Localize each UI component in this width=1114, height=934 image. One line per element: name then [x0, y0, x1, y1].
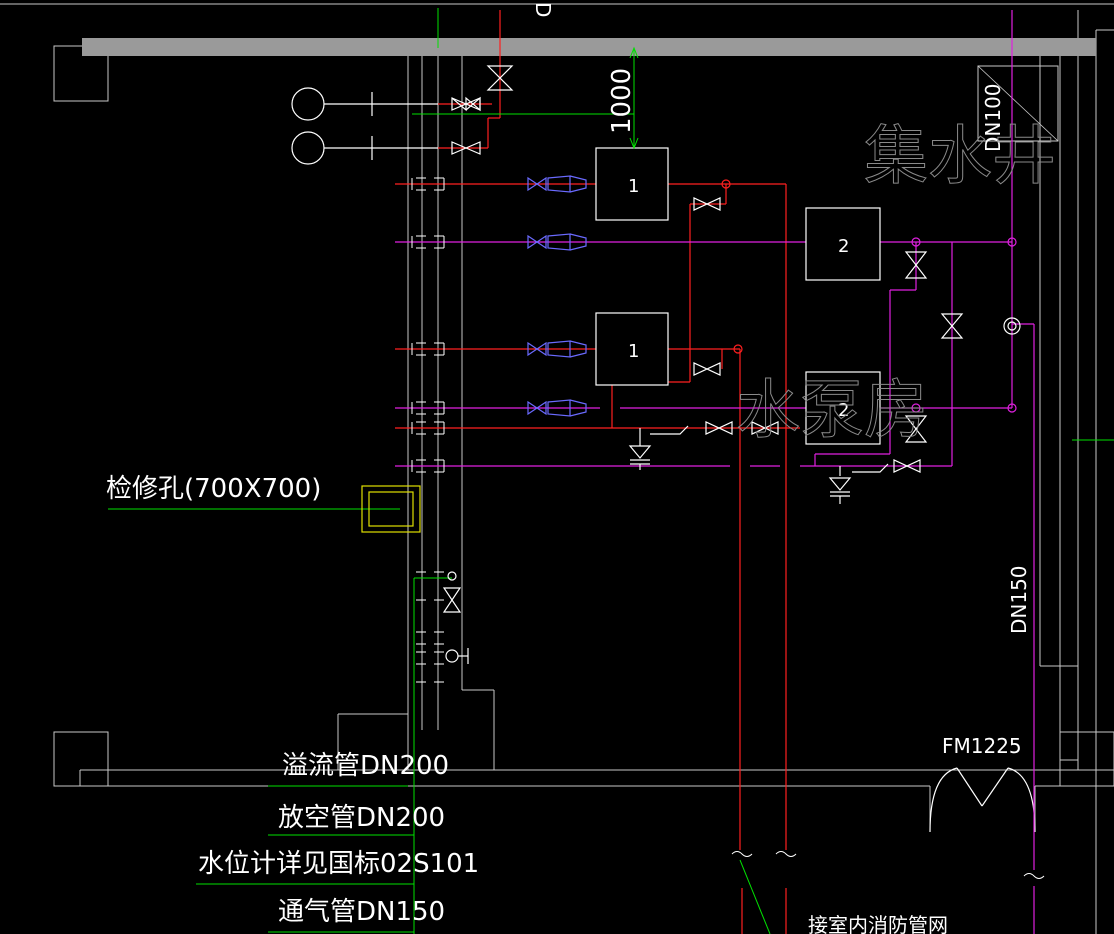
drain-label: 放空管DN200 — [278, 803, 445, 833]
pump-1b — [595, 312, 669, 386]
structure-walls — [53, 10, 1114, 934]
dn150-label: DN150 — [1007, 565, 1031, 634]
door-fm1225 — [929, 767, 1036, 833]
water-level-floats — [291, 87, 438, 165]
inspection-hole — [361, 485, 421, 533]
inspection-hole-label: 检修孔(700X700) — [106, 474, 321, 504]
column-top-left — [53, 45, 109, 102]
wall-sleeves — [411, 177, 445, 683]
pump-label: 2 — [838, 400, 849, 421]
pump-1a — [595, 147, 669, 221]
dimension-text: 1000 — [607, 68, 637, 134]
sump-label: 集水井 — [864, 120, 1056, 194]
pump-label: 2 — [838, 236, 849, 257]
dimension-1000 — [629, 46, 639, 150]
break-marks — [731, 851, 1045, 879]
connect-label: 接室内消防管网 — [808, 913, 948, 934]
column-bottom-left — [53, 731, 109, 787]
gate-valves — [442, 65, 964, 613]
vent-label: 通气管DN150 — [278, 897, 445, 927]
pumps — [595, 147, 881, 445]
drain-symbols — [445, 425, 889, 664]
pump-inlet-valves — [527, 175, 587, 417]
level-gauge-label: 水位计详见国标02S101 — [198, 849, 479, 879]
pump-2a — [805, 207, 881, 281]
inline-fitting — [1003, 317, 1021, 335]
pump-label: 1 — [628, 341, 639, 362]
pump-2b — [805, 371, 881, 445]
overflow-label: 溢流管DN200 — [282, 751, 449, 781]
green-leaders — [108, 8, 1114, 934]
door-label: FM1225 — [942, 734, 1022, 758]
pump-label: 1 — [628, 176, 639, 197]
magenta-pipes — [395, 10, 1035, 934]
pump-room-label: 水泵房 — [736, 374, 928, 448]
dn100-label: DN100 — [981, 83, 1005, 152]
top-cut-label: D — [531, 2, 555, 17]
top-beam — [82, 38, 1096, 56]
column-bottom-right — [1059, 731, 1114, 787]
column-top-right — [977, 65, 1059, 142]
